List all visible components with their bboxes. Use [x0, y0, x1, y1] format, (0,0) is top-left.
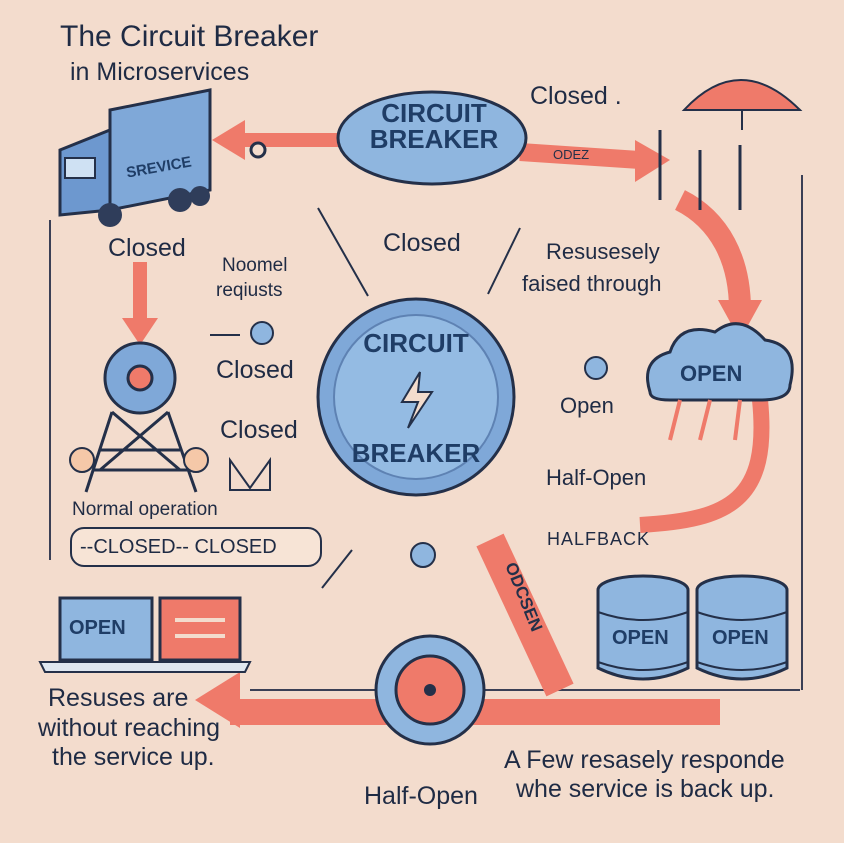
bottom-dial-icon [374, 634, 486, 746]
arrow-head-bottom [195, 672, 240, 728]
barrel-icon-left [596, 574, 690, 681]
lightning-icon [400, 371, 434, 429]
label-halfback: HALFBACK [547, 529, 651, 549]
label-half-open-bottom: Half-Open [364, 782, 478, 810]
diagram-subtitle: in Microservices [70, 58, 250, 86]
top-breaker-label: CIRCUIT BREAKER [354, 100, 514, 152]
closed-pill-label: --CLOSED-- CLOSED [80, 536, 277, 558]
label-normal-requests-1: Noomel [222, 255, 288, 276]
laptop-label: OPEN [69, 617, 126, 639]
small-dial-2 [584, 356, 608, 380]
barrel-label-left: OPEN [612, 627, 669, 649]
laptop-icon [38, 596, 252, 673]
bottom-right-line-2: whe service is back up. [516, 775, 775, 803]
small-dial-3 [410, 542, 436, 568]
bottom-left-line-1: Resuses are [48, 684, 189, 712]
arrow-head-right [718, 300, 762, 340]
label-closed-left: Closed [108, 234, 186, 262]
outer-loop-line [49, 175, 803, 691]
label-normal-operation: Normal operation [72, 499, 218, 520]
bottom-right-line-1: A Few resasely responde [504, 746, 785, 774]
arrow-right-return [639, 399, 770, 533]
label-half-open-right: Half-Open [546, 465, 647, 490]
bottom-left-line-2: without reaching [38, 714, 221, 742]
cloud-label: OPEN [680, 361, 743, 386]
barrel-icon-right [695, 574, 789, 681]
label-normal-requests-2: reqiusts [216, 280, 283, 301]
connector-dot [249, 141, 267, 159]
closed-pill: --CLOSED-- CLOSED [70, 527, 322, 567]
center-breaker-label-bottom: BREAKER [351, 438, 481, 468]
label-odez: ODEZ [553, 147, 590, 162]
label-closed-mid-1: Closed [216, 356, 294, 384]
truck-icon [58, 88, 212, 227]
label-open-right: Open [560, 393, 614, 418]
top-breaker-line1: CIRCUIT [381, 98, 487, 128]
tower-icon [69, 341, 209, 493]
top-breaker-line2: BREAKER [369, 124, 499, 154]
center-breaker-label-top: CIRCUIT [363, 328, 469, 358]
arrow-diagonal [476, 533, 574, 697]
cloud-icon [646, 322, 794, 441]
bottom-left-line-3: the service up. [52, 743, 215, 771]
umbrella-icon [658, 79, 803, 210]
label-closed-top-right: Closed . [530, 82, 622, 110]
label-responses-2: faised through [522, 271, 662, 296]
barrel-label-right: OPEN [712, 627, 769, 649]
diagram-title: The Circuit Breaker [60, 20, 319, 53]
label-closed-mid-2: Closed [220, 416, 298, 444]
label-closed-center-top: Closed [383, 229, 461, 257]
label-responses-1: Resusesely [546, 239, 660, 264]
arrow-head-top-right [635, 140, 670, 182]
small-dial-1 [250, 321, 274, 345]
arrow-head-top-left [212, 120, 245, 160]
arrow-top-right [519, 143, 641, 169]
arrow-head-left [122, 318, 158, 345]
top-breaker-shape [336, 90, 528, 186]
needle-lines [210, 207, 521, 589]
mini-flag-icon [229, 456, 271, 491]
arrow-right-curve [674, 190, 751, 311]
